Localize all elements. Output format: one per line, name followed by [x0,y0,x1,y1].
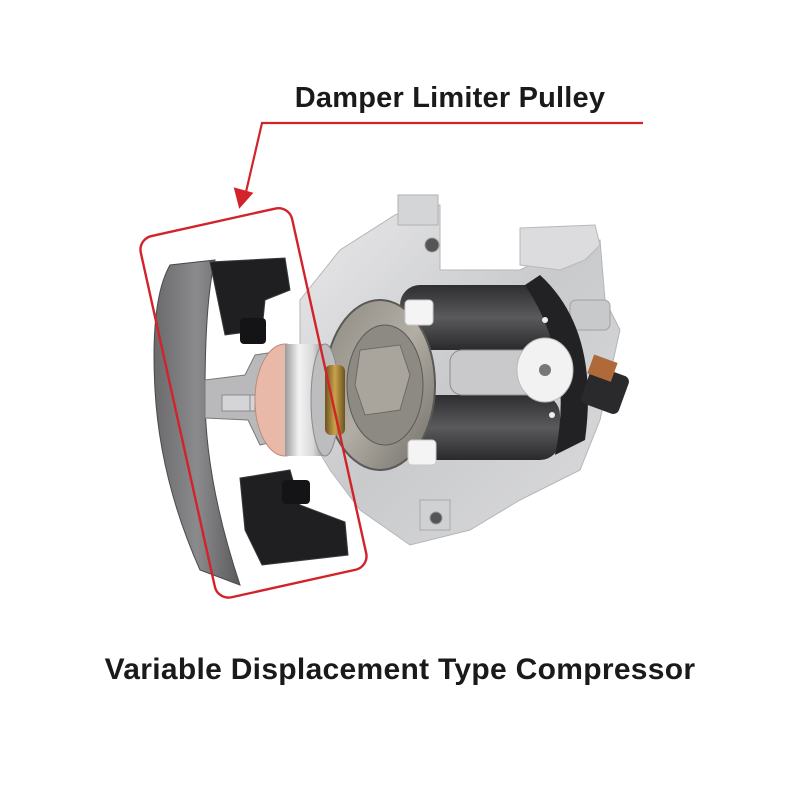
cylinder-block [400,275,588,460]
pulley-highlight-frame [139,207,368,599]
figure-caption: Variable Displacement Type Compressor [104,653,696,686]
callout-label: Damper Limiter Pulley [294,82,606,114]
swash-plate [324,299,437,471]
control-valve [581,354,629,414]
callout-leader-arrow [233,121,643,209]
damper-limiter-pulley [153,257,349,586]
